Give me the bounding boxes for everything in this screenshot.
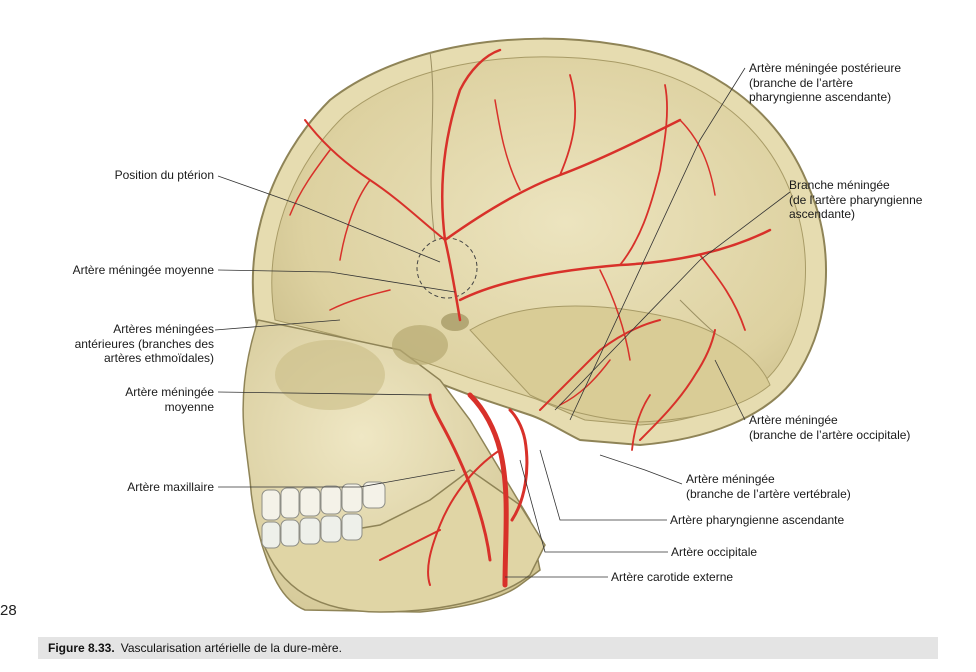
- figure-number: Figure 8.33.: [48, 641, 115, 655]
- figure-caption-text: Vascularisation artérielle de la dure-mè…: [120, 641, 342, 655]
- label-external-carotid: Artère carotide externe: [611, 570, 734, 584]
- lower-teeth: [261, 513, 363, 549]
- label-pterion: Position du ptérion: [114, 168, 214, 182]
- sinus-shadow: [392, 325, 448, 365]
- label-posterior-meningeal: Artère méningée postérieure (branche de …: [749, 61, 902, 104]
- coronal-suture: [429, 51, 436, 241]
- label-middle-meningeal-1: Artère méningée moyenne: [72, 263, 214, 277]
- label-meningeal-vertebral: Artère méningée (branche de l’artère ver…: [686, 472, 851, 501]
- sella-shadow: [441, 313, 469, 331]
- label-middle-meningeal-2: Artère méningée moyenne: [125, 385, 214, 414]
- label-maxillary: Artère maxillaire: [127, 480, 214, 494]
- label-meningeal-branch: Branche méningée (de l’artère pharyngien…: [789, 178, 923, 221]
- label-anterior-meningeal: Artères méningées antérieures (branches …: [74, 322, 214, 365]
- label-ascending-pharyngeal: Artère pharyngienne ascendante: [670, 513, 845, 527]
- page-number: 28: [0, 602, 17, 619]
- posterior-cranial-fossa: [469, 305, 771, 423]
- label-meningeal-occipital: Artère méningée (branche de l’artère occ…: [749, 413, 911, 442]
- mandible: [260, 469, 546, 613]
- label-occipital: Artère occipitale: [671, 545, 758, 559]
- upper-teeth: [261, 481, 386, 521]
- leader-lines: [214, 67, 791, 578]
- orbit-shadow: [275, 340, 385, 410]
- figure-caption: Figure 8.33. Vascularisation artérielle d…: [48, 641, 342, 655]
- figure-caption-bar: Figure 8.33. Vascularisation artérielle d…: [38, 637, 938, 659]
